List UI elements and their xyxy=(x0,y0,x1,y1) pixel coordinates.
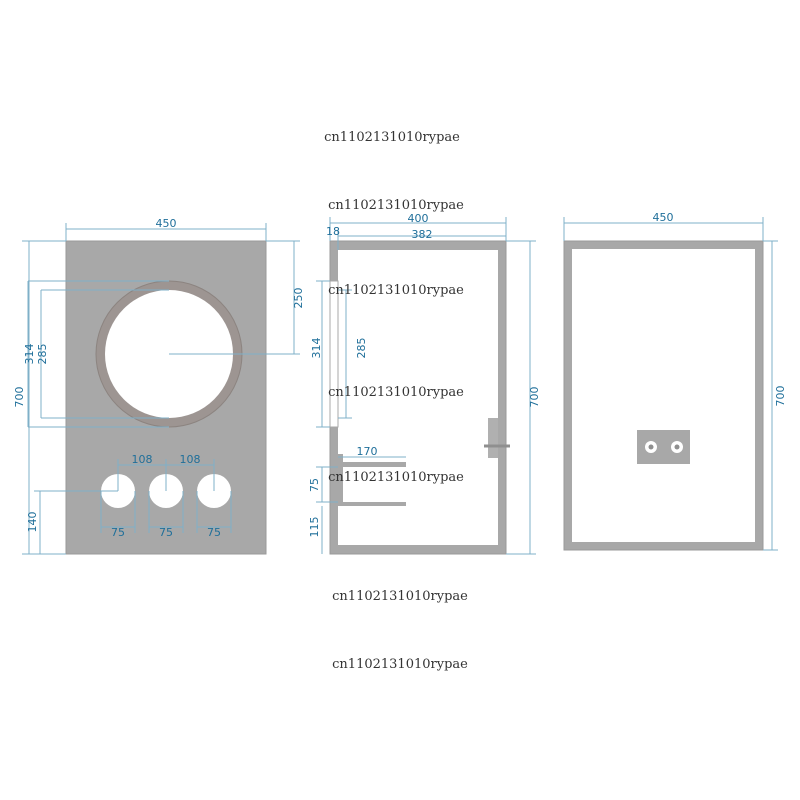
back-height-label: 700 xyxy=(774,386,787,407)
side-314-label: 314 xyxy=(310,338,323,359)
front-height-label: 700 xyxy=(13,387,26,408)
front-75a-label: 75 xyxy=(111,526,125,539)
front-314-label: 314 xyxy=(23,344,36,365)
watermark-7: cn1102131010rypae xyxy=(332,657,468,672)
back-panel-inner xyxy=(572,249,755,542)
side-shelf xyxy=(338,462,406,467)
side-700-label: 700 xyxy=(528,387,541,408)
front-view: 450 700 250 314 285 108 108 140 xyxy=(13,217,305,555)
front-75b-label: 75 xyxy=(159,526,173,539)
front-285-label: 285 xyxy=(36,344,49,365)
front-75c-label: 75 xyxy=(207,526,221,539)
watermark-5: cn1102131010rypae xyxy=(328,470,464,485)
side-inner-cavity xyxy=(338,250,498,545)
side-400-label: 400 xyxy=(408,212,429,225)
side-18-label: 18 xyxy=(326,225,340,238)
side-front-panel-section xyxy=(329,280,339,428)
side-285-label: 285 xyxy=(355,338,368,359)
front-250-label: 250 xyxy=(292,288,305,309)
back-terminal-right-core xyxy=(674,444,680,450)
back-terminal-left-core xyxy=(648,444,654,450)
front-108a-label: 108 xyxy=(132,453,153,466)
side-170-label: 170 xyxy=(357,445,378,458)
side-shelf-lower xyxy=(338,502,406,506)
watermark-4: cn1102131010rypae xyxy=(328,385,464,400)
side-shelf-lip xyxy=(338,454,343,506)
watermark-3: cn1102131010rypae xyxy=(328,283,464,298)
back-width-label: 450 xyxy=(653,211,674,224)
front-width-label: 450 xyxy=(156,217,177,230)
watermark-2: cn1102131010rypae xyxy=(328,198,464,213)
watermarks: cn1102131010rypae cn1102131010rypae cn11… xyxy=(324,130,468,672)
watermark-1: cn1102131010rypae xyxy=(324,130,460,145)
watermark-6: cn1102131010rypae xyxy=(332,589,468,604)
front-140-label: 140 xyxy=(26,512,39,533)
side-382-label: 382 xyxy=(412,228,433,241)
front-108b-label: 108 xyxy=(180,453,201,466)
back-view: 450 700 xyxy=(563,211,787,551)
side-view: 400 18 382 314 285 170 75 115 700 xyxy=(308,212,541,555)
side-75-label: 75 xyxy=(308,478,321,492)
side-115-label: 115 xyxy=(308,517,321,538)
side-mount-bracket xyxy=(488,418,498,458)
